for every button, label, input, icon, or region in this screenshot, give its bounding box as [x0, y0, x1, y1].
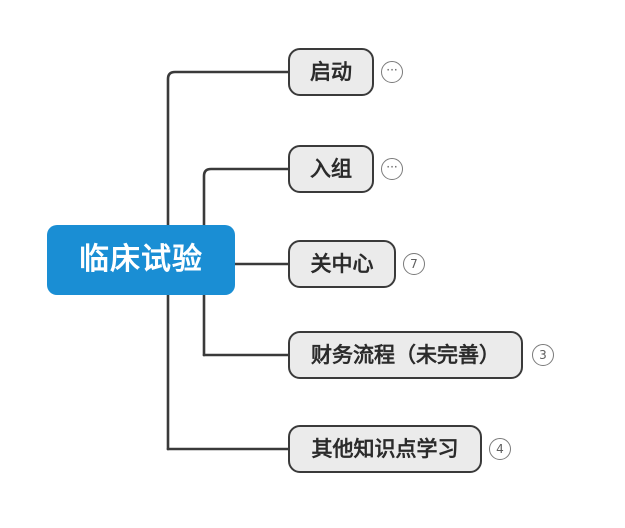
edge-root-to-ruzu	[202, 167, 290, 357]
node-qidong[interactable]: 启动	[288, 48, 374, 96]
node-ruzu[interactable]: 入组	[288, 145, 374, 193]
badge-caiwuliucheng[interactable]: 3	[532, 344, 554, 366]
node-ruzu-label: 入组	[310, 156, 352, 181]
badge-qidong[interactable]: ···	[381, 61, 403, 83]
node-qitazhishidian[interactable]: 其他知识点学习	[288, 425, 482, 473]
badge-guanzhongxin[interactable]: 7	[403, 253, 425, 275]
badge-ruzu[interactable]: ···	[381, 158, 403, 180]
node-guanzhongxin[interactable]: 关中心	[288, 240, 396, 288]
node-qidong-label: 启动	[310, 59, 352, 84]
root-node[interactable]: 临床试验	[47, 225, 235, 295]
badge-qitazhishidian[interactable]: 4	[489, 438, 511, 460]
node-caiwuliucheng[interactable]: 财务流程（未完善）	[288, 331, 523, 379]
node-guanzhongxin-label: 关中心	[310, 251, 374, 276]
node-caiwuliucheng-label: 财务流程（未完善）	[311, 342, 500, 367]
edge-root-to-qidong	[166, 70, 290, 451]
root-node-label: 临床试验	[79, 242, 203, 277]
node-qitazhishidian-label: 其他知识点学习	[311, 436, 459, 461]
